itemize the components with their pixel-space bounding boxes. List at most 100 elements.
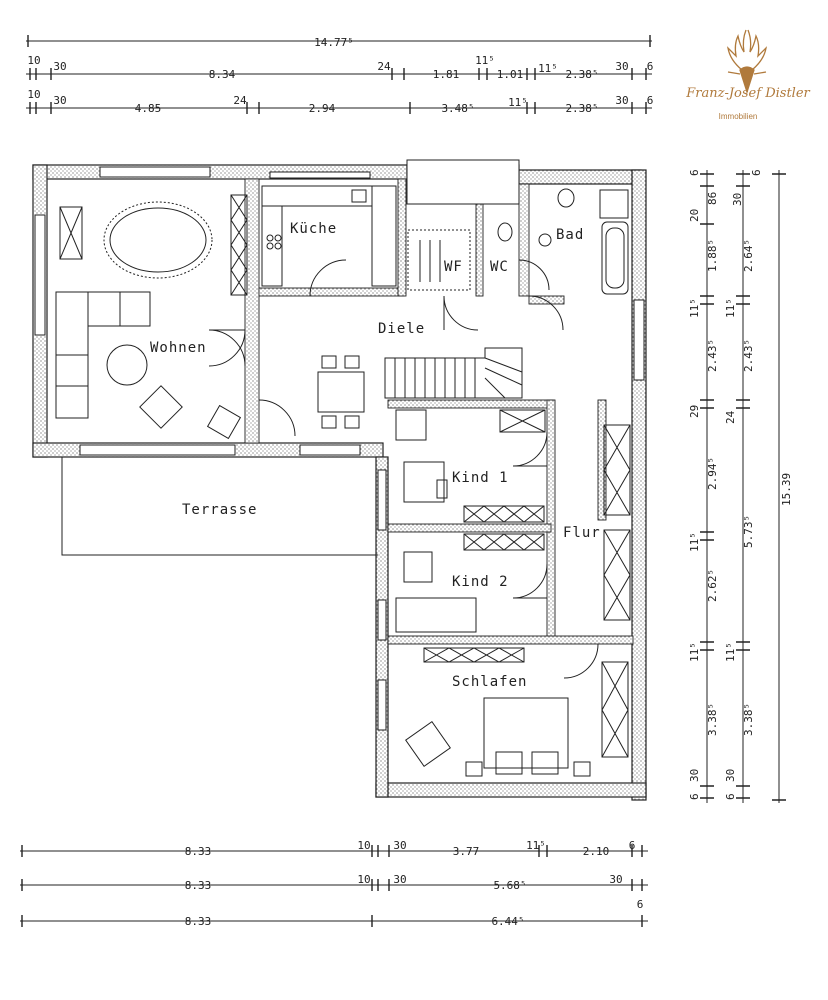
dimension-chains-bottom: [20, 845, 648, 927]
double-bed: [483, 697, 569, 769]
dim-label: 8.34: [209, 68, 236, 81]
dim-label: 11⁵: [688, 532, 701, 552]
room-label-wohnen: Wohnen: [150, 340, 207, 356]
dim-label: 30: [609, 873, 622, 886]
dim-label: 2.43⁵: [742, 339, 755, 372]
dim-label: 10: [357, 873, 370, 886]
dim-label: 24: [233, 94, 247, 107]
dim-label: 30: [615, 94, 628, 107]
dim-label: 2.10: [583, 845, 610, 858]
dim-label: 30: [53, 94, 66, 107]
logo-subtitle: Immobilien: [719, 112, 758, 121]
terrace: [61, 457, 378, 556]
deer-icon: [727, 29, 767, 95]
dim-label: 11⁵: [508, 96, 528, 109]
room-labels: Wohnen Küche Diele WF WC Bad Kind 1 Kind…: [150, 221, 601, 690]
dim-label: 5.73⁵: [742, 515, 755, 548]
dining-table: [317, 371, 365, 413]
dim-label: 2.38⁵: [565, 68, 598, 81]
dim-label: 10: [27, 54, 40, 67]
dim-label: 6: [688, 793, 701, 800]
dim-label: 11⁵: [526, 839, 546, 852]
coffee-table: [106, 344, 148, 386]
dim-label: 6: [688, 169, 701, 176]
dim-label: 10: [27, 88, 40, 101]
armchair: [139, 385, 183, 429]
windows: [34, 166, 645, 731]
dim-label: 30: [53, 60, 66, 73]
dim-label: 6: [629, 839, 636, 852]
dim-label: 30: [393, 873, 406, 886]
dining-table-oval: [103, 201, 213, 279]
dim-label: 6: [647, 94, 654, 107]
dim-label: 2.64⁵: [742, 239, 755, 272]
dim-total-width: 14.77⁵: [314, 36, 354, 49]
company-logo: Franz-Josef Distler Immobilien: [685, 29, 811, 121]
staircase: [384, 347, 523, 399]
dimension-labels-top: 14.77⁵ 10 30 8.34 24 1.81 11⁵ 1.01 11⁵ 2…: [27, 36, 653, 115]
dim-label: 3.48⁵: [441, 102, 474, 115]
dimension-chains-right: [700, 170, 786, 803]
cabinet: [59, 206, 83, 260]
dim-label: 3.38⁵: [706, 703, 719, 736]
dim-label: 29: [688, 405, 701, 418]
dim-label: 1.88⁵: [706, 239, 719, 272]
room-label-wc: WC: [490, 259, 509, 275]
logo-name: Franz-Josef Distler: [685, 86, 810, 101]
dim-label: 2.38⁵: [565, 102, 598, 115]
dim-label: 4.85: [135, 102, 162, 115]
dim-label: 8.33: [185, 915, 212, 928]
dim-label: 11⁵: [688, 298, 701, 318]
dim-label: 8.33: [185, 879, 212, 892]
dim-label: 20: [688, 209, 701, 222]
dim-label: 11⁵: [475, 54, 495, 67]
dim-label: 30: [731, 193, 744, 206]
dim-label: 2.62⁵: [706, 569, 719, 602]
dim-label: 1.81: [433, 68, 460, 81]
dim-label: 1.01: [497, 68, 524, 81]
room-label-kind-2: Kind 2: [452, 574, 509, 590]
room-label-flur: Flur: [563, 525, 601, 541]
dimension-labels-right: 6 20 86 1.88⁵ 11⁵ 2.43⁵ 29 2.94⁵ 11⁵ 2.6…: [688, 169, 793, 800]
dim-label: 24: [377, 60, 391, 73]
dim-label: 24: [724, 410, 737, 424]
dim-label: 2.94: [309, 102, 336, 115]
room-label-bad: Bad: [556, 227, 584, 243]
room-label-kind-1: Kind 1: [452, 470, 509, 486]
room-label-wf: WF: [444, 259, 463, 275]
dim-label: 6: [750, 169, 763, 176]
room-label-diele: Diele: [378, 321, 425, 337]
dim-label: 6: [637, 898, 644, 911]
room-label-terrasse: Terrasse: [182, 502, 257, 518]
interior-walls: [244, 178, 634, 645]
dim-label: 11⁵: [724, 298, 737, 318]
dim-label: 10: [357, 839, 370, 852]
room-label-schlafen: Schlafen: [452, 674, 527, 690]
room-label-kueche: Küche: [290, 221, 337, 237]
dim-label: 6: [724, 793, 737, 800]
dim-label: 2.43⁵: [706, 339, 719, 372]
furniture: [55, 185, 631, 777]
dimension-chains-top: [26, 35, 652, 114]
dim-total-depth: 15.39: [780, 473, 793, 506]
dim-label: 11⁵: [724, 642, 737, 662]
dim-label: 30: [724, 769, 737, 782]
entrance-canopy: [406, 159, 520, 205]
kitchen-counter: [261, 185, 373, 207]
dimension-labels-bottom: 8.33 10 30 3.77 11⁵ 2.10 6 8.33 10 30 5.…: [185, 839, 644, 928]
bathtub: [601, 221, 629, 295]
dim-label: 2.94⁵: [706, 457, 719, 490]
dim-label: 86: [706, 192, 719, 205]
dim-label: 30: [615, 60, 628, 73]
dim-label: 3.38⁵: [742, 703, 755, 736]
dim-label: 8.33: [185, 845, 212, 858]
dim-label: 3.77: [453, 845, 480, 858]
doors: [208, 259, 599, 679]
dim-label: 11⁵: [538, 62, 558, 75]
dim-label: 6.44⁵: [491, 915, 524, 928]
dim-label: 5.68⁵: [493, 879, 526, 892]
dim-label: 30: [688, 769, 701, 782]
dim-label: 11⁵: [688, 642, 701, 662]
dim-label: 30: [393, 839, 406, 852]
